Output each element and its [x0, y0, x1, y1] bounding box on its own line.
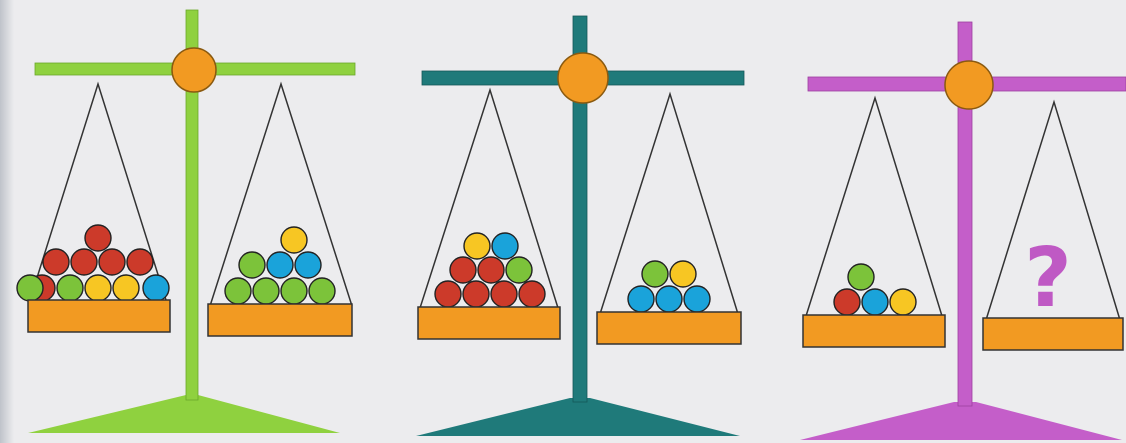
scale-1-pivot [171, 47, 217, 93]
ball-blue [861, 288, 889, 316]
ball-yellow [112, 274, 140, 302]
scale-2-right-pan [596, 91, 742, 345]
scale-1-right-pan [207, 81, 353, 337]
left-pan-strings [29, 81, 167, 301]
ball-green [238, 251, 266, 279]
ball-yellow [463, 232, 491, 260]
scale-2-base [416, 398, 740, 436]
right-pan-strings [985, 99, 1121, 321]
ball-red [434, 280, 462, 308]
scale-3-base [800, 402, 1122, 440]
question-mark-icon: ? [1024, 231, 1072, 326]
scale-2-post [572, 15, 588, 403]
ball-red [70, 248, 98, 276]
ball-group [434, 232, 546, 308]
balance-scale-1 [16, 9, 356, 433]
ball-yellow [84, 274, 112, 302]
ball-red [126, 248, 154, 276]
ball-red [462, 280, 490, 308]
ball-group [833, 263, 917, 316]
scale-2-pivot [557, 52, 609, 104]
balance-scale-3: ? [800, 21, 1126, 440]
ball-green [641, 260, 669, 288]
scale-3-right-pan: ? [982, 99, 1124, 351]
ball-blue [627, 285, 655, 313]
right-pan-tray [207, 303, 353, 337]
right-pan-strings [209, 81, 353, 307]
ball-red [477, 256, 505, 284]
left-pan-tray [802, 314, 946, 348]
ball-blue [294, 251, 322, 279]
ball-green [16, 274, 44, 302]
ball-group [16, 224, 170, 302]
ball-blue [683, 285, 711, 313]
right-pan-tray [982, 317, 1124, 351]
scale-1-left-pan [16, 81, 171, 333]
ball-blue [266, 251, 294, 279]
ball-blue [491, 232, 519, 260]
ball-yellow [889, 288, 917, 316]
scale-3-left-pan [802, 95, 946, 348]
ball-green [56, 274, 84, 302]
ball-red [518, 280, 546, 308]
ball-yellow [280, 226, 308, 254]
right-pan-tray [596, 311, 742, 345]
ball-green [224, 277, 252, 305]
right-pan-strings [599, 91, 739, 315]
ball-red [449, 256, 477, 284]
ball-group [627, 260, 711, 313]
ball-blue [142, 274, 170, 302]
ball-green [308, 277, 336, 305]
ball-group [224, 226, 336, 305]
left-pan-tray [417, 306, 561, 340]
ball-green [847, 263, 875, 291]
ball-red [42, 248, 70, 276]
left-pan-strings [805, 95, 943, 317]
page-edge-shadow [0, 0, 14, 443]
left-pan-strings [419, 87, 559, 309]
balance-scale-2 [416, 15, 745, 436]
ball-red [98, 248, 126, 276]
scale-1-post [185, 9, 199, 401]
ball-red [490, 280, 518, 308]
ball-red [84, 224, 112, 252]
ball-green [505, 256, 533, 284]
left-pan-tray [27, 299, 171, 333]
scale-1-base [28, 395, 340, 433]
scale-2-left-pan [417, 87, 561, 340]
ball-yellow [669, 260, 697, 288]
scale-3-pivot [944, 60, 994, 110]
ball-blue [655, 285, 683, 313]
ball-green [280, 277, 308, 305]
ball-red [833, 288, 861, 316]
scale-3-post [957, 21, 973, 407]
ball-green [252, 277, 280, 305]
